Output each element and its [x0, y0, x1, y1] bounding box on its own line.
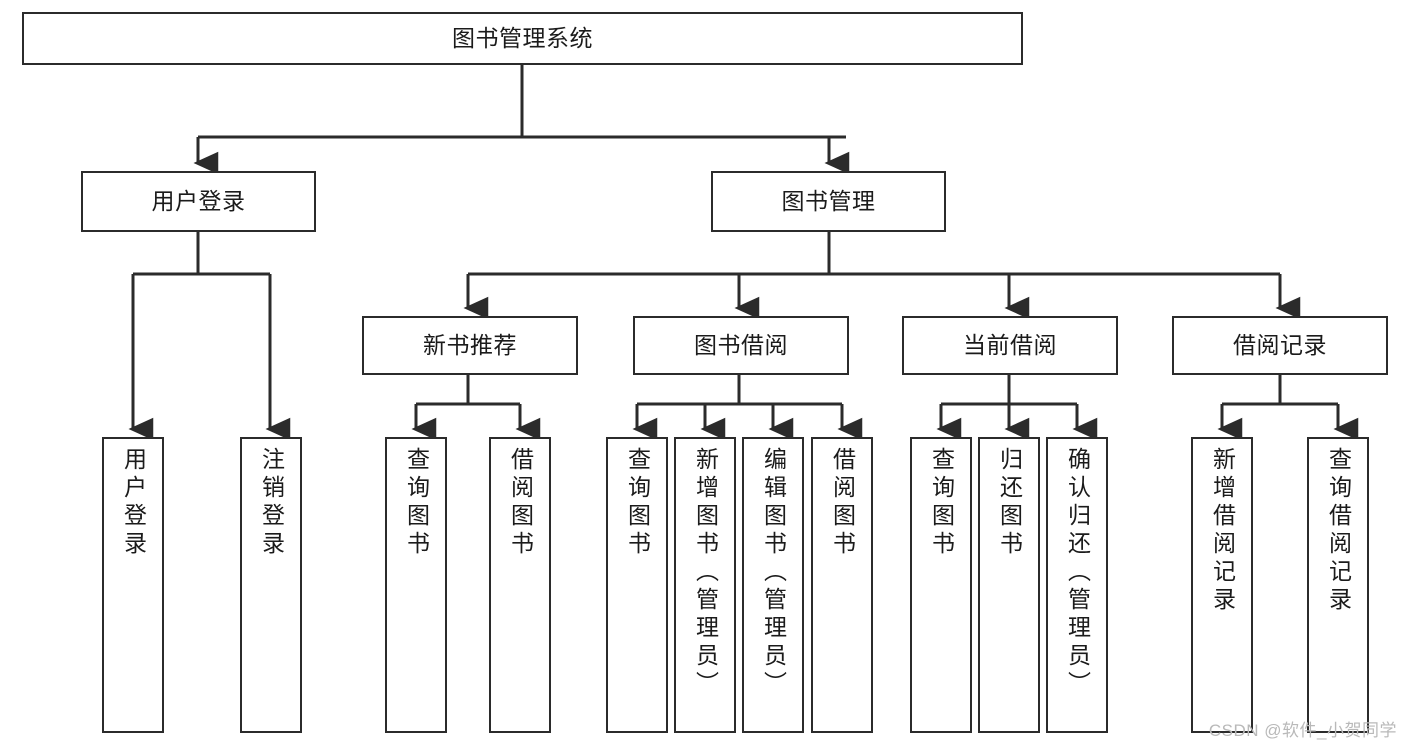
node-leaf-query-book-recommend[interactable]: 查询图书	[385, 437, 447, 733]
node-leaf-user-login[interactable]: 用户登录	[102, 437, 164, 733]
node-book-borrow[interactable]: 图书借阅	[633, 316, 849, 375]
node-label: 用户登录	[120, 447, 147, 559]
node-leaf-confirm-return-admin[interactable]: 确认归还（管理员）	[1046, 437, 1108, 733]
node-label: 新增借阅记录	[1209, 447, 1236, 615]
node-root-book-management-system[interactable]: 图书管理系统	[22, 12, 1023, 65]
node-label: 图书管理	[781, 188, 876, 215]
node-book-management[interactable]: 图书管理	[711, 171, 946, 232]
node-label: 借阅记录	[1233, 332, 1327, 359]
node-leaf-query-book-current[interactable]: 查询图书	[910, 437, 972, 733]
node-current-borrow[interactable]: 当前借阅	[902, 316, 1118, 375]
node-label: 借阅图书	[829, 447, 856, 559]
node-label: 注销登录	[258, 447, 285, 559]
node-label: 新增图书（管理员）	[692, 447, 719, 699]
node-label: 借阅图书	[507, 447, 534, 559]
node-label: 查询图书	[403, 447, 430, 559]
node-leaf-return-book[interactable]: 归还图书	[978, 437, 1040, 733]
node-label: 查询图书	[624, 447, 651, 559]
node-label: 用户登录	[151, 188, 246, 215]
node-label: 编辑图书（管理员）	[760, 447, 787, 699]
node-leaf-query-borrow-record[interactable]: 查询借阅记录	[1307, 437, 1369, 733]
node-label: 当前借阅	[963, 332, 1057, 359]
node-leaf-query-book-borrow[interactable]: 查询图书	[606, 437, 668, 733]
node-leaf-borrow-book-recommend[interactable]: 借阅图书	[489, 437, 551, 733]
node-label: 图书借阅	[694, 332, 788, 359]
node-label: 确认归还（管理员）	[1064, 447, 1091, 699]
node-label: 新书推荐	[423, 332, 517, 359]
node-leaf-add-borrow-record[interactable]: 新增借阅记录	[1191, 437, 1253, 733]
watermark-text: CSDN @软件_小贺同学	[1208, 721, 1397, 740]
node-label: 图书管理系统	[452, 25, 593, 52]
node-leaf-add-book-admin[interactable]: 新增图书（管理员）	[674, 437, 736, 733]
node-borrow-record[interactable]: 借阅记录	[1172, 316, 1388, 375]
node-label: 查询图书	[928, 447, 955, 559]
node-label: 查询借阅记录	[1325, 447, 1352, 615]
node-leaf-borrow-book[interactable]: 借阅图书	[811, 437, 873, 733]
node-label: 归还图书	[996, 447, 1023, 559]
node-user-login[interactable]: 用户登录	[81, 171, 316, 232]
node-new-book-recommend[interactable]: 新书推荐	[362, 316, 578, 375]
node-leaf-edit-book-admin[interactable]: 编辑图书（管理员）	[742, 437, 804, 733]
node-leaf-logout[interactable]: 注销登录	[240, 437, 302, 733]
